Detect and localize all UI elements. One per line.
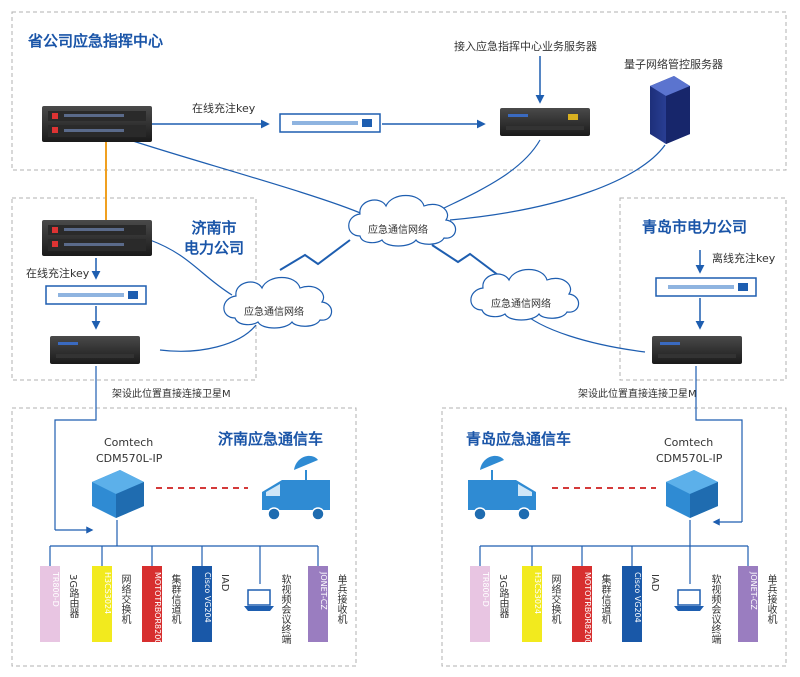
quantum-server-label: 量子网络管控服务器 [624, 58, 723, 71]
qingdao-offline-key-label: 离线充注key [712, 252, 776, 265]
jinan-terminal-device [50, 336, 140, 364]
jinan-quantum-gateway [42, 220, 152, 256]
qingdao-modem-line1: Comtech [664, 436, 714, 449]
cloud-right [470, 268, 580, 321]
satellite-note-left: 架设此位置直接连接卫星M [112, 389, 231, 400]
jinan-device-router-label: 3G路由器 [67, 574, 78, 619]
qingdao-device-switch-label: 网络交换机 [549, 574, 560, 624]
jinan-vehicle-region [11, 407, 357, 667]
qingdao-terminal-device [652, 336, 742, 364]
qingdao-device-iad-label: IAD [649, 574, 660, 592]
hq-online-key-label: 在线充注key [192, 102, 256, 115]
jinan-device-switch-label: 网络交换机 [119, 574, 130, 624]
qingdao-device-receiver-label: 单兵接收机 [765, 574, 776, 624]
qingdao-device-radio-label: 集群信道机 [599, 574, 610, 624]
qingdao-device-switch: H3CS3024 [522, 566, 542, 642]
qingdao-device-radio: MOTOTRBOR8200 [572, 566, 592, 642]
jinan-vehicle-title: 济南应急通信车 [218, 430, 324, 448]
hq-key-box [279, 113, 381, 133]
jinan-device-video-label: 软视频会议终端 [279, 574, 290, 644]
hq-region [11, 11, 787, 171]
qingdao-device-receiver: JONET-CZ [738, 566, 758, 642]
qingdao-satellite-truck [468, 455, 536, 521]
cloud-center [348, 194, 457, 247]
hq-business-server [500, 108, 590, 136]
jinan-device-iad: Cisco VG204 [192, 566, 212, 642]
cloud-center-label: 应急通信网络 [368, 225, 428, 236]
cloud-right-label: 应急通信网络 [491, 299, 551, 310]
qingdao-device-router: TR800-D [470, 566, 490, 642]
jinan-key-box [45, 285, 147, 305]
jinan-device-receiver-label: 单兵接收机 [335, 574, 346, 624]
qingdao-company-region [619, 197, 787, 381]
qingdao-device-iad: Cisco VG204 [622, 566, 642, 642]
jinan-device-receiver: JONET-CZ [308, 566, 328, 642]
hq-title: 省公司应急指挥中心 [28, 32, 164, 50]
jinan-device-iad-label: IAD [219, 574, 230, 592]
jinan-company-title: 济南市 电力公司 [176, 218, 252, 258]
qingdao-vehicle-title: 青岛应急通信车 [466, 430, 572, 448]
qingdao-company-title: 青岛市电力公司 [642, 218, 748, 236]
jinan-device-radio-label: 集群信道机 [169, 574, 180, 624]
jinan-online-key-label: 在线充注key [26, 267, 90, 280]
jinan-company-region [11, 197, 257, 381]
qingdao-device-router-label: 3G路由器 [497, 574, 508, 619]
cloud-left [223, 276, 333, 329]
wireless-link-left [279, 239, 351, 271]
laptop-icon [244, 589, 274, 611]
qingdao-modem-line2: CDM570L-IP [656, 452, 723, 465]
qingdao-device-video-label: 软视频会议终端 [709, 574, 720, 644]
jinan-device-radio: MOTOTRBOR8200 [142, 566, 162, 642]
jinan-device-router: TR800-D [40, 566, 60, 642]
qingdao-key-box [655, 277, 757, 297]
wireless-link-right [431, 244, 499, 276]
jinan-company-title-line2: 电力公司 [183, 239, 244, 257]
qingdao-modem-cube [666, 470, 718, 518]
business-server-label: 接入应急指挥中心业务服务器 [454, 40, 597, 53]
satellite-note-right: 架设此位置直接连接卫星M [578, 389, 697, 400]
hq-quantum-gateway [42, 106, 152, 142]
jinan-modem-cube [92, 470, 144, 518]
qingdao-vehicle-region [441, 407, 787, 667]
cloud-left-label: 应急通信网络 [244, 307, 304, 318]
jinan-company-title-line1: 济南市 [191, 219, 237, 237]
laptop-icon [674, 589, 704, 611]
jinan-modem-line1: Comtech [104, 436, 154, 449]
jinan-satellite-truck [262, 455, 330, 521]
quantum-management-server [650, 76, 690, 144]
jinan-modem-line2: CDM570L-IP [96, 452, 163, 465]
jinan-device-switch: H3CS3024 [92, 566, 112, 642]
